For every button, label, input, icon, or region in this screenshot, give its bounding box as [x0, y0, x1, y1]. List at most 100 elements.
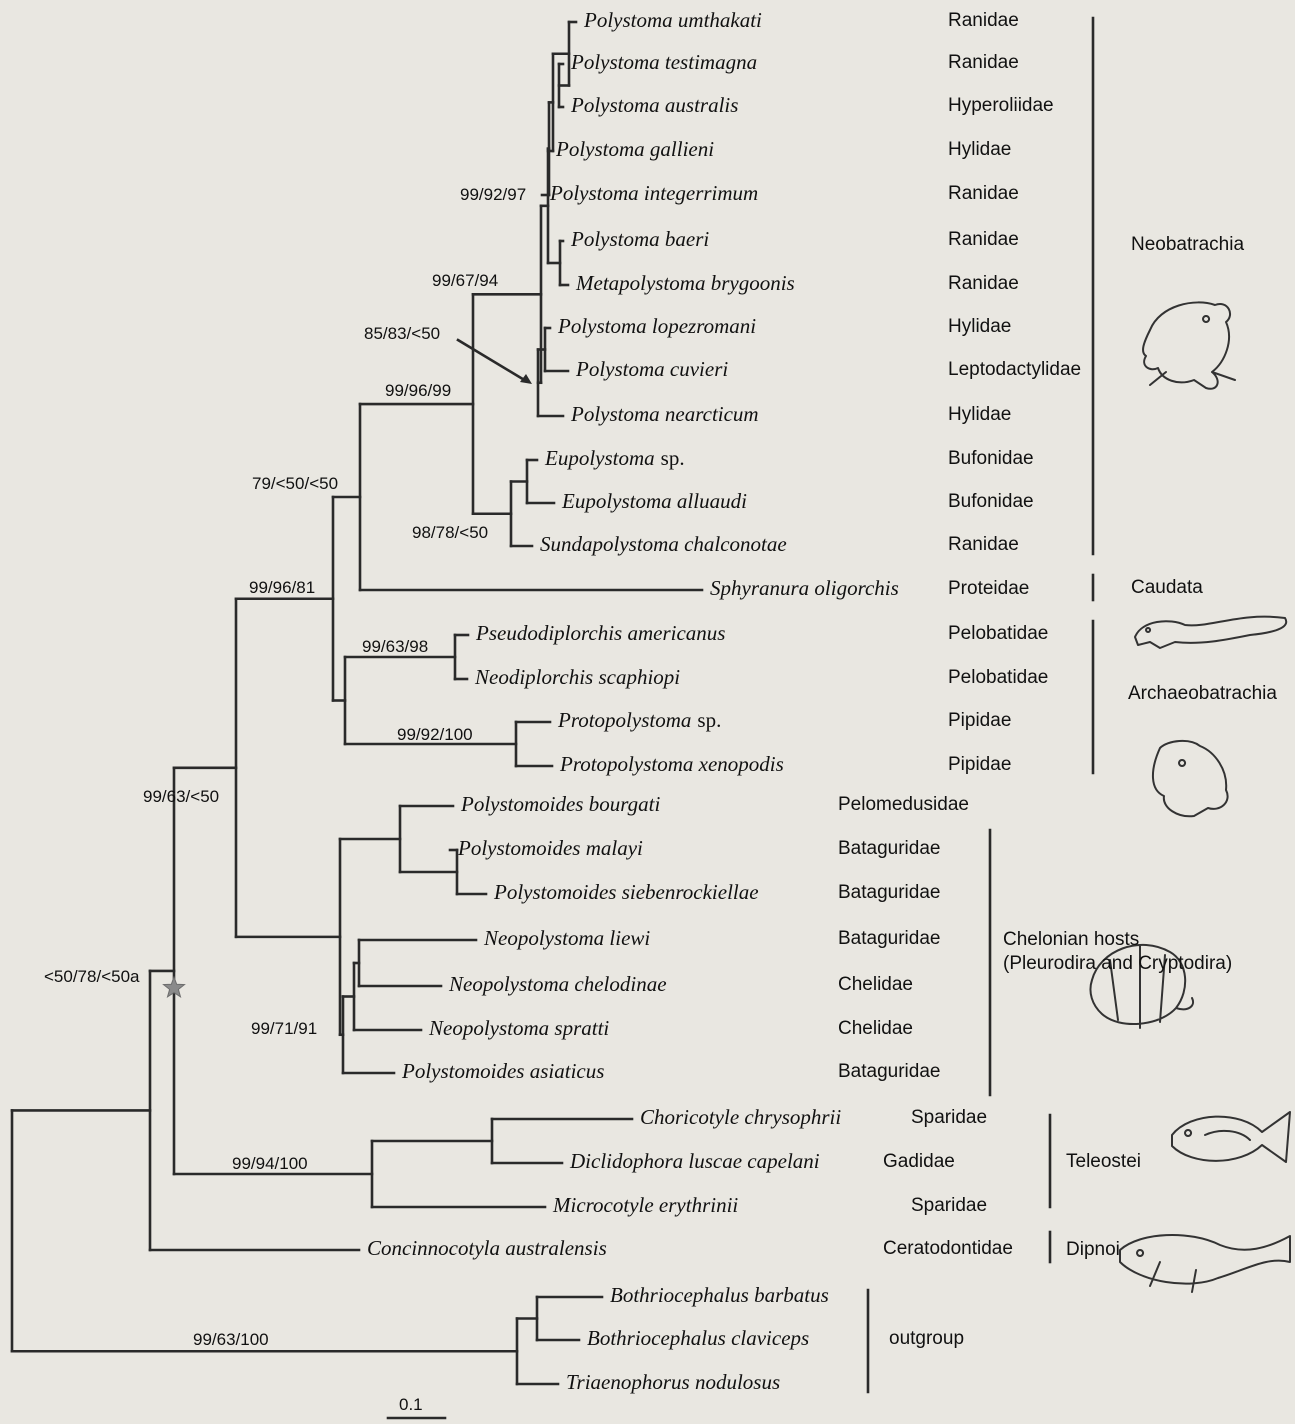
taxon-label: Polystoma nearcticum [571, 404, 759, 425]
taxon-name: Sundapolystoma chalconotae [540, 532, 787, 556]
host-family-label: Hylidae [948, 405, 1011, 424]
taxon-name: Polystomoides siebenrockiellae [494, 880, 759, 904]
taxon-name: Polystoma testimagna [571, 50, 757, 74]
taxon-name: Metapolystoma brygoonis [576, 271, 795, 295]
salamander-icon [1135, 617, 1286, 648]
taxon-label: Bothriocephalus barbatus [610, 1285, 829, 1306]
fish-icon [1172, 1112, 1290, 1162]
support-value: 99/71/91 [251, 1020, 317, 1037]
taxon-label: Polystoma umthakati [584, 10, 762, 31]
taxon-name: Polystoma umthakati [584, 8, 762, 32]
taxon-label: Polystoma australis [571, 95, 738, 116]
host-family-label: Bataguridae [838, 839, 940, 858]
host-family-label: Ranidae [948, 53, 1019, 72]
support-value: 85/83/<50 [364, 325, 440, 342]
taxon-name: Protopolystoma [558, 708, 691, 732]
host-family-label: Gadidae [883, 1152, 955, 1171]
taxon-label: Concinnocotyla australensis [367, 1238, 607, 1259]
host-group-label: Caudata [1131, 578, 1203, 597]
taxon-label: Neodiplorchis scaphiopi [475, 667, 680, 688]
host-family-label: Pelobatidae [948, 668, 1048, 687]
taxon-label: Polystomoides malayi [458, 838, 643, 859]
host-family-label: Proteidae [948, 579, 1029, 598]
taxon-name: Neodiplorchis scaphiopi [475, 665, 680, 689]
host-family-label: Hylidae [948, 140, 1011, 159]
host-family-label: Chelidae [838, 1019, 913, 1038]
host-family-label: Sparidae [911, 1108, 987, 1127]
species-abbrev: sp. [697, 708, 721, 732]
taxon-label: Metapolystoma brygoonis [576, 273, 795, 294]
host-family-label: outgroup [889, 1329, 964, 1348]
taxon-name: Polystomoides malayi [458, 836, 643, 860]
host-family-label: Ranidae [948, 230, 1019, 249]
host-group-label: Archaeobatrachia [1128, 684, 1277, 703]
taxon-label: Polystomoides bourgati [461, 794, 660, 815]
taxon-label: Polystoma integerrimum [550, 183, 758, 204]
host-family-label: Bataguridae [838, 1062, 940, 1081]
taxon-name: Polystoma lopezromani [558, 314, 756, 338]
taxon-name: Bothriocephalus claviceps [587, 1326, 809, 1350]
support-value: 79/<50/<50 [252, 475, 338, 492]
taxon-label: Sundapolystoma chalconotae [540, 534, 787, 555]
support-value: 99/63/<50 [143, 788, 219, 805]
taxon-name: Sphyranura oligorchis [710, 576, 899, 600]
taxon-label: Neopolystoma liewi [484, 928, 650, 949]
host-family-label: Pelobatidae [948, 624, 1048, 643]
taxon-name: Polystoma integerrimum [550, 181, 758, 205]
taxon-name: Pseudodiplorchis americanus [476, 621, 725, 645]
taxon-name: Eupolystoma [545, 446, 655, 470]
support-value: 99/92/97 [460, 186, 526, 203]
support-value: 99/96/81 [249, 579, 315, 596]
support-value: 99/67/94 [432, 272, 498, 289]
host-family-label: Ranidae [948, 274, 1019, 293]
host-family-label: Bataguridae [838, 883, 940, 902]
host-family-label: Bufonidae [948, 449, 1034, 468]
host-family-label: Ranidae [948, 11, 1019, 30]
taxon-name: Polystomoides asiaticus [402, 1059, 604, 1083]
taxon-label: Polystomoides asiaticus [402, 1061, 604, 1082]
taxon-name: Triaenophorus nodulosus [566, 1370, 780, 1394]
taxon-label: Protopolystoma xenopodis [560, 754, 784, 775]
toad-icon [1153, 741, 1228, 816]
lungfish-icon [1120, 1235, 1290, 1292]
taxon-name: Polystoma cuvieri [576, 357, 728, 381]
host-family-label: Ranidae [948, 535, 1019, 554]
support-value: 99/63/100 [193, 1331, 269, 1348]
taxon-label: Neopolystoma spratti [429, 1018, 609, 1039]
taxon-name: Polystoma gallieni [556, 137, 714, 161]
taxon-label: Polystoma testimagna [571, 52, 757, 73]
taxon-label: Eupolystoma alluaudi [562, 491, 747, 512]
taxon-name: Protopolystoma xenopodis [560, 752, 784, 776]
taxon-label: Polystomoides siebenrockiellae [494, 882, 759, 903]
taxon-name: Neopolystoma chelodinae [449, 972, 667, 996]
support-value: 99/63/98 [362, 638, 428, 655]
scale-label: 0.1 [399, 1396, 423, 1413]
taxon-label: Triaenophorus nodulosus [566, 1372, 780, 1393]
host-family-label: Sparidae [911, 1196, 987, 1215]
taxon-label: Sphyranura oligorchis [710, 578, 899, 599]
host-family-label: Leptodactylidae [948, 360, 1081, 379]
taxon-name: Microcotyle erythrinii [553, 1193, 738, 1217]
host-group-label: Teleostei [1066, 1152, 1141, 1171]
taxon-name: Neopolystoma liewi [484, 926, 650, 950]
host-group-label: Neobatrachia [1131, 235, 1244, 254]
taxon-label: Microcotyle erythrinii [553, 1195, 738, 1216]
taxon-name: Concinnocotyla australensis [367, 1236, 607, 1260]
host-family-label: Bufonidae [948, 492, 1034, 511]
support-value: <50/78/<50a [44, 968, 139, 985]
taxon-label: Polystoma gallieni [556, 139, 714, 160]
taxon-name: Eupolystoma alluaudi [562, 489, 747, 513]
host-family-label: Hyperoliidae [948, 96, 1054, 115]
host-family-label: Ranidae [948, 184, 1019, 203]
taxon-name: Polystoma australis [571, 93, 738, 117]
taxon-name: Diclidophora luscae capelani [570, 1149, 820, 1173]
taxon-label: Choricotyle chrysophrii [640, 1107, 841, 1128]
host-family-label: Bataguridae [838, 929, 940, 948]
taxon-name: Bothriocephalus barbatus [610, 1283, 829, 1307]
taxon-label: Polystoma baeri [571, 229, 709, 250]
support-value: 99/96/99 [385, 382, 451, 399]
taxon-name: Polystoma baeri [571, 227, 709, 251]
